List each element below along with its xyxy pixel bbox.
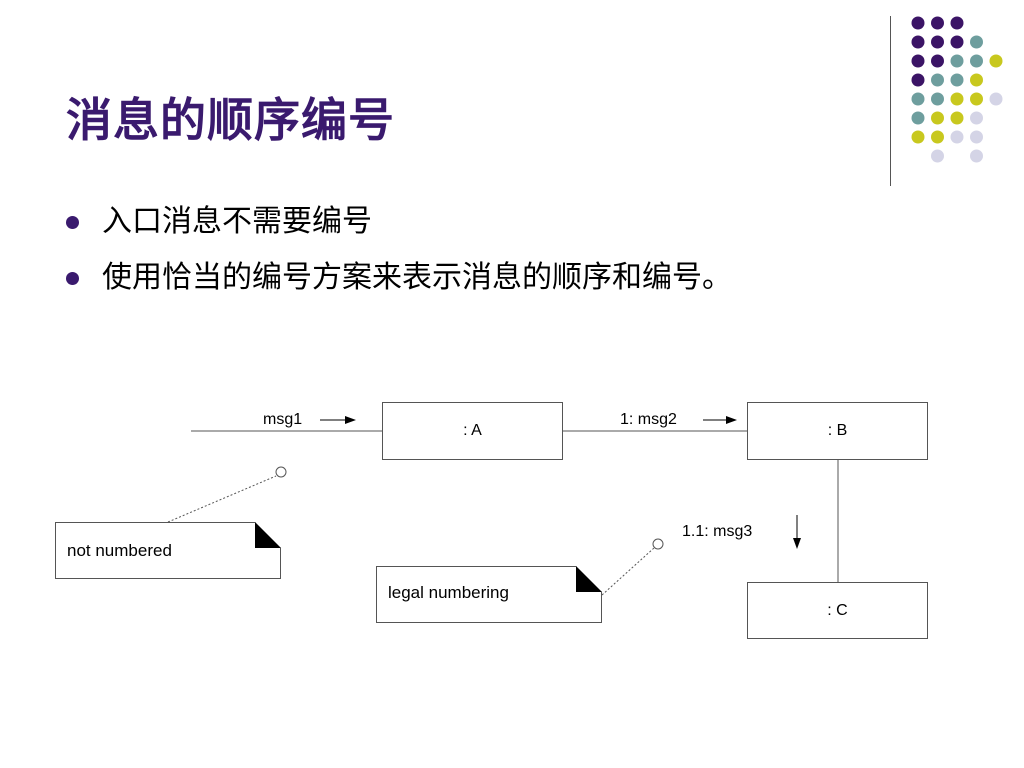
decorative-dot: [970, 149, 983, 163]
decorative-dot: [970, 111, 983, 125]
bullet-dot-icon: [66, 272, 79, 285]
message-label-msg1: msg1: [263, 411, 303, 428]
decorative-dot: [970, 130, 983, 144]
object-b[interactable]: : B: [747, 402, 928, 460]
object-c[interactable]: : C: [747, 582, 928, 639]
bullet-item: 使用恰当的编号方案来表示消息的顺序和编号。: [64, 252, 732, 308]
decorative-dot: [931, 92, 944, 106]
message-label-msg2: 1: msg2: [620, 411, 677, 428]
message-label-msg3: 1.1: msg3: [682, 523, 753, 540]
decorative-dot: [931, 54, 944, 68]
note-text: legal numbering: [388, 582, 509, 602]
page-title: 消息的顺序编号: [66, 93, 395, 147]
decorative-dot: [911, 92, 925, 106]
note-anchor-not-numbered: [167, 475, 277, 523]
note-anchor-circle-icon: [652, 538, 664, 550]
decorative-dot: [950, 16, 964, 30]
decorative-dot: [931, 111, 944, 125]
bullet-list: 入口消息不需要编号 使用恰当的编号方案来表示消息的顺序和编号。: [64, 196, 732, 308]
decorative-dot: [950, 35, 964, 49]
decorative-dot: [931, 35, 944, 49]
decorative-dot-grid: [911, 16, 1003, 163]
decorative-dot: [911, 130, 925, 144]
note-anchor-circle-icon: [275, 466, 287, 478]
decorative-dot: [970, 92, 983, 106]
decorative-dot: [970, 54, 983, 68]
decorative-dot: [931, 149, 944, 163]
decorative-dot: [950, 73, 964, 87]
note-fold-icon: [255, 522, 281, 548]
note-anchor-legal-numbering: [601, 547, 655, 596]
decorative-dot: [970, 35, 983, 49]
decorative-dot: [950, 111, 964, 125]
note-not-numbered[interactable]: not numbered: [55, 522, 281, 579]
note-text: not numbered: [67, 540, 172, 560]
decorative-dot: [989, 92, 1003, 106]
msg2-arrow-icon: [703, 416, 737, 424]
decorative-dot: [911, 73, 925, 87]
decorative-dot: [950, 54, 964, 68]
msg1-arrow-icon: [320, 416, 356, 424]
bullet-dot-icon: [66, 216, 79, 229]
decorative-dot: [911, 35, 925, 49]
bullet-item: 入口消息不需要编号: [64, 196, 732, 252]
decorative-dot: [931, 73, 944, 87]
decorative-dot: [911, 16, 925, 30]
decorative-dot: [911, 111, 925, 125]
decorative-dot: [931, 130, 944, 144]
note-fold-icon: [576, 566, 602, 592]
decorative-dot: [950, 130, 964, 144]
decorative-dot: [931, 16, 944, 30]
decorative-dot: [911, 54, 925, 68]
decorative-dot: [970, 73, 983, 87]
decorative-divider: [890, 16, 891, 186]
note-legal-numbering[interactable]: legal numbering: [376, 566, 602, 623]
msg3-arrow-icon: [793, 515, 801, 549]
decorative-dot: [989, 54, 1003, 68]
decorative-dot: [950, 92, 964, 106]
object-a[interactable]: : A: [382, 402, 563, 460]
